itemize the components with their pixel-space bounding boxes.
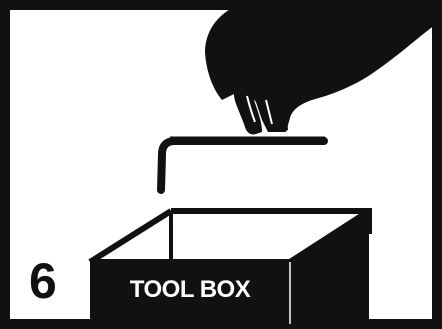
step-number: 6 — [29, 252, 65, 310]
toolbox-label: TOOL BOX — [90, 270, 290, 310]
toolbox-side-face — [290, 211, 369, 324]
hand-icon — [205, 0, 442, 135]
allen-key-icon — [161, 138, 325, 190]
